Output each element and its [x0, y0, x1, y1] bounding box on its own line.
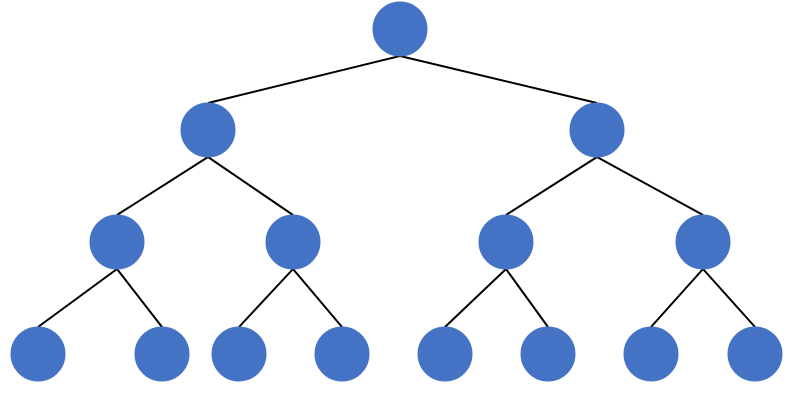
tree-node-n1	[372, 1, 428, 57]
tree-node-n12	[417, 326, 473, 382]
tree-edge	[292, 268, 343, 328]
tree-edge	[596, 156, 704, 216]
tree-edge	[650, 268, 704, 328]
tree-nodes	[10, 1, 783, 382]
tree-edge	[37, 268, 118, 328]
tree-node-n9	[134, 326, 190, 382]
tree-edge	[399, 55, 598, 104]
tree-node-n6	[478, 214, 534, 270]
tree-node-n3	[569, 102, 625, 158]
tree-edge	[116, 156, 209, 216]
tree-edge	[207, 55, 401, 104]
tree-edge	[702, 268, 756, 328]
tree-node-n5	[265, 214, 321, 270]
tree-node-n10	[211, 326, 267, 382]
tree-node-n7	[675, 214, 731, 270]
tree-edge	[505, 156, 598, 216]
tree-edge	[116, 268, 163, 328]
tree-node-n14	[623, 326, 679, 382]
tree-node-n8	[10, 326, 66, 382]
tree-node-n11	[314, 326, 370, 382]
tree-edge	[505, 268, 549, 328]
tree-node-n2	[180, 102, 236, 158]
tree-node-n13	[520, 326, 576, 382]
tree-edge	[238, 268, 294, 328]
tree-node-n4	[89, 214, 145, 270]
tree-edge	[444, 268, 507, 328]
tree-edge	[207, 156, 294, 216]
tree-node-n15	[727, 326, 783, 382]
tree-edges	[37, 55, 756, 328]
